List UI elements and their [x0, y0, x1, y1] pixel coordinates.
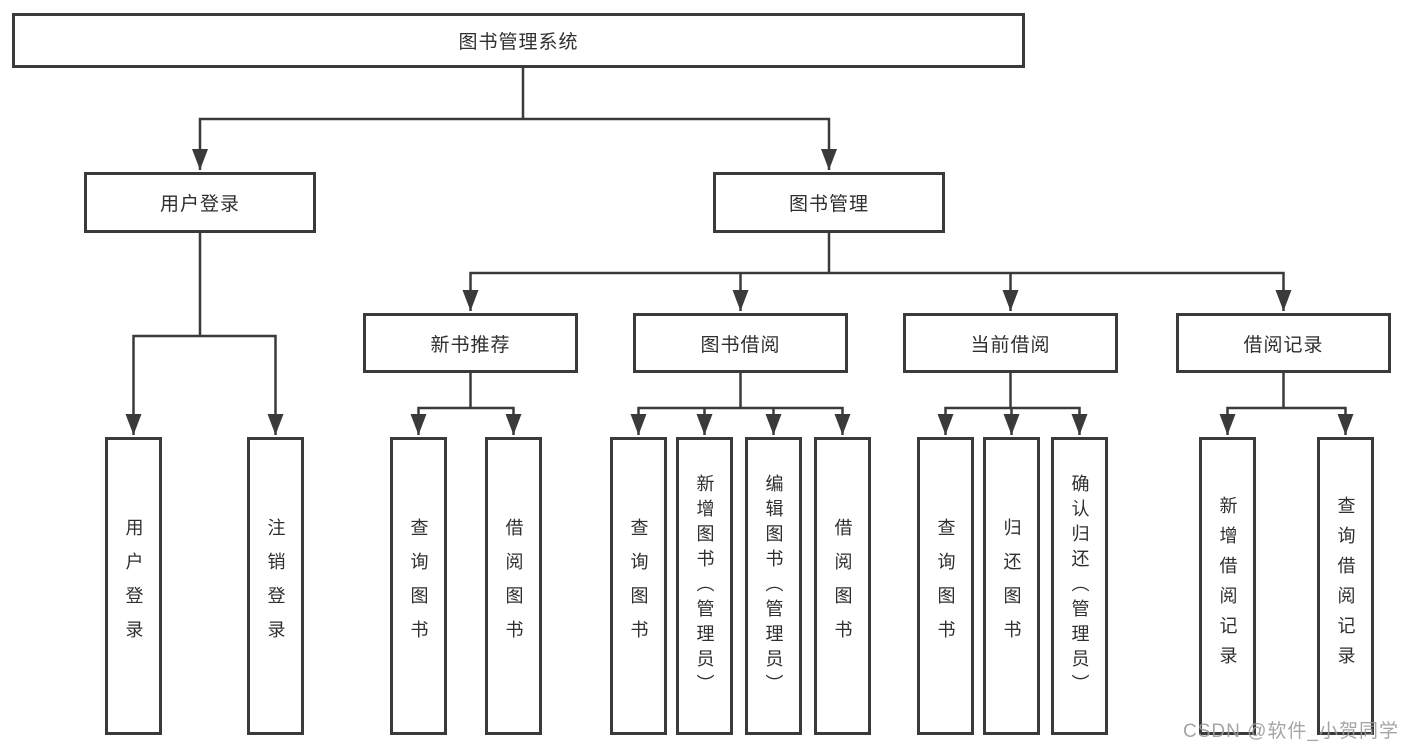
leaf-edit-book-admin: 编辑图书（管理员） — [745, 437, 802, 735]
leaf-add-borrow-record: 新增借阅记录 — [1199, 437, 1256, 735]
leaf-label: 查询借阅记录 — [1335, 496, 1356, 676]
node-label: 图书管理 — [788, 194, 869, 215]
node-borrow-records: 借阅记录 — [1176, 313, 1391, 373]
node-book-management-module: 图书管理 — [713, 172, 945, 233]
leaf-borrow-books: 借阅图书 — [814, 437, 871, 735]
leaf-query-borrow-record: 查询借阅记录 — [1317, 437, 1374, 735]
leaf-label: 新增图书（管理员） — [694, 473, 715, 699]
leaf-query-books: 查询图书 — [610, 437, 667, 735]
node-label: 图书管理系统 — [458, 32, 579, 53]
leaf-borrow-books: 借阅图书 — [485, 437, 542, 735]
node-library-system-root: 图书管理系统 — [12, 13, 1025, 68]
node-current-borrow: 当前借阅 — [903, 313, 1118, 373]
leaf-label: 归还图书 — [1001, 518, 1022, 654]
leaf-return-books: 归还图书 — [983, 437, 1040, 735]
leaf-label: 查询图书 — [628, 518, 649, 654]
leaf-label: 借阅图书 — [832, 518, 853, 654]
node-label: 用户登录 — [159, 194, 240, 215]
node-label: 图书借阅 — [700, 334, 781, 356]
leaf-user-login: 用户登录 — [105, 437, 162, 735]
leaf-query-books: 查询图书 — [390, 437, 447, 735]
leaf-logout: 注销登录 — [247, 437, 304, 735]
leaf-confirm-return-admin: 确认归还（管理员） — [1051, 437, 1108, 735]
leaf-label: 编辑图书（管理员） — [763, 473, 784, 699]
node-label: 借阅记录 — [1243, 334, 1324, 356]
node-label: 当前借阅 — [970, 334, 1051, 356]
node-user-login-module: 用户登录 — [84, 172, 316, 233]
leaf-label: 查询图书 — [408, 518, 429, 654]
leaf-add-book-admin: 新增图书（管理员） — [676, 437, 733, 735]
node-label: 新书推荐 — [430, 334, 511, 356]
leaf-label: 查询图书 — [935, 518, 956, 654]
leaf-label: 新增借阅记录 — [1217, 496, 1238, 676]
leaf-query-books: 查询图书 — [917, 437, 974, 735]
leaf-label: 注销登录 — [265, 518, 286, 654]
node-new-book-recommend: 新书推荐 — [363, 313, 578, 373]
leaf-label: 确认归还（管理员） — [1069, 473, 1090, 699]
node-book-borrow: 图书借阅 — [633, 313, 848, 373]
leaf-label: 借阅图书 — [503, 518, 524, 654]
leaf-label: 用户登录 — [123, 518, 144, 654]
